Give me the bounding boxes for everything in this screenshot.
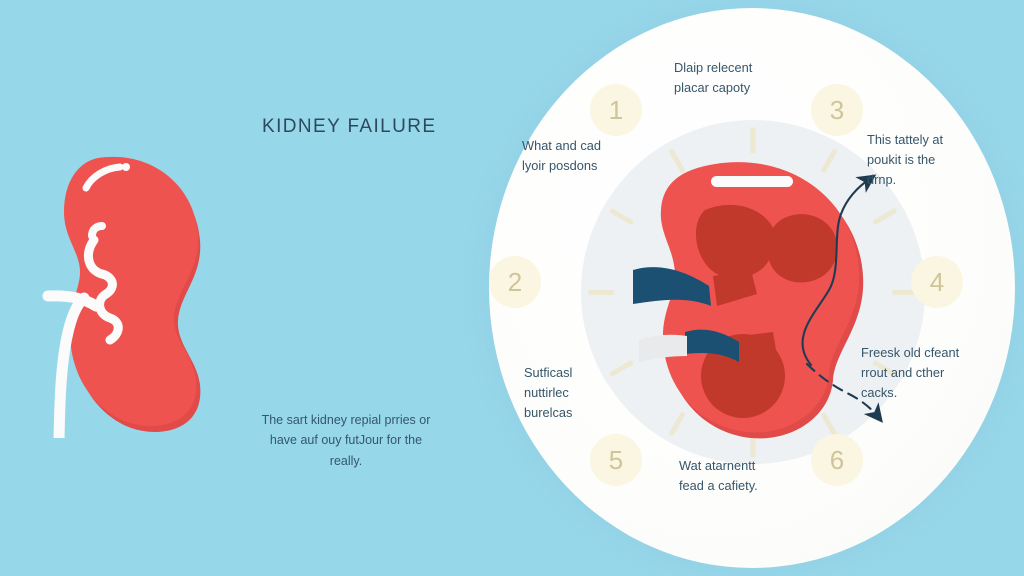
step-badge-2[interactable]: 2 — [489, 256, 541, 308]
step-badge-5[interactable]: 5 — [590, 434, 642, 486]
step-badge-4[interactable]: 4 — [911, 256, 963, 308]
kidney-organ-icon — [42, 156, 201, 438]
tick-mark — [750, 127, 756, 153]
kidney-cross-section-icon — [633, 162, 864, 439]
note-top: Dlaip relecent placar capoty — [674, 60, 753, 96]
note-upper-left: What and cad lyoir posdons — [522, 138, 601, 174]
note-bottom: Wat atarnentt fead a cafiety. — [679, 458, 758, 494]
left-caption-text: The sart kidney repial prries or have au… — [261, 413, 431, 468]
page-title: KIDNEY FAILURE — [262, 116, 437, 137]
step-badge-3[interactable]: 3 — [811, 84, 863, 136]
note-lower-left: Sutficasl nuttirlec burelcas — [524, 365, 573, 421]
note-lower-right: Freesk old cfeant rrout and cther cacks. — [861, 345, 960, 401]
tick-mark — [892, 289, 918, 295]
step-badge-6[interactable]: 6 — [811, 434, 863, 486]
left-panel: KIDNEY FAILURE The sart kidney repial pr… — [0, 0, 470, 576]
tick-mark — [588, 289, 614, 295]
note-upper-right: This tattely at poukit is the drnp. — [867, 132, 944, 188]
step-badge-1[interactable]: 1 — [590, 84, 642, 136]
